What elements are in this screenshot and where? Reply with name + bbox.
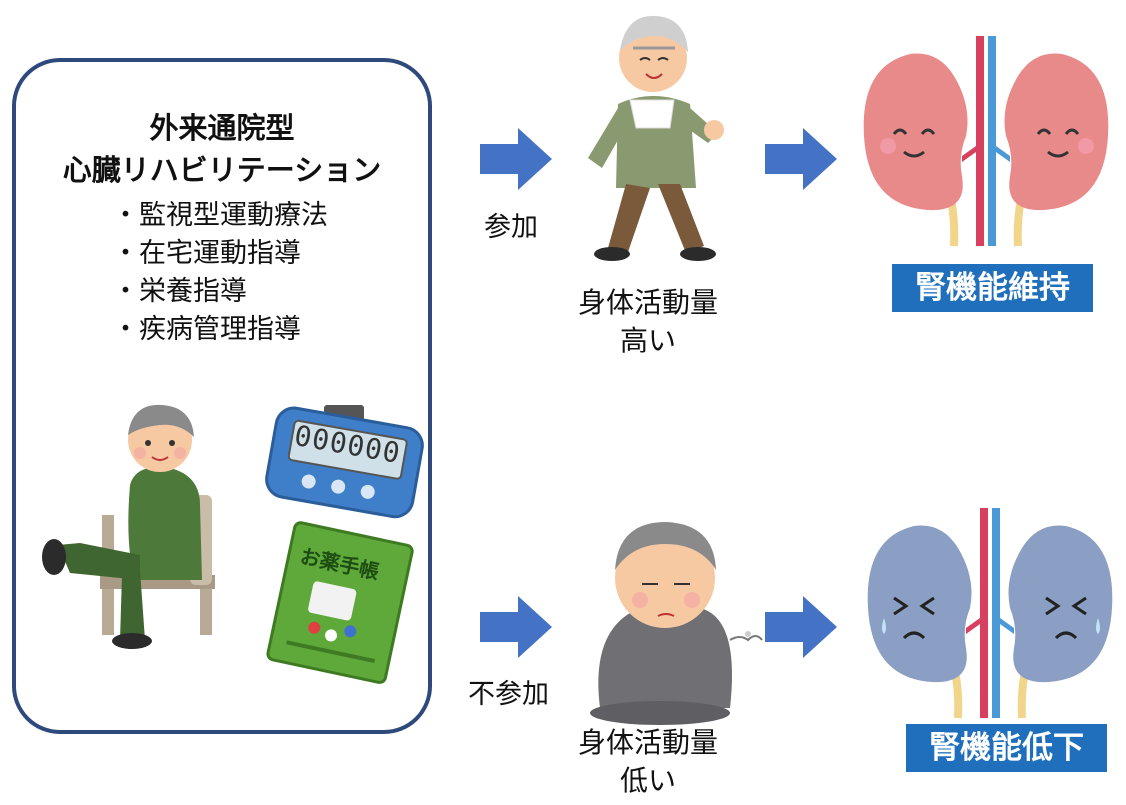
participate-label: 参加 bbox=[484, 212, 538, 243]
declined-kidneys-illustration bbox=[867, 508, 1113, 719]
program-item-disease-management: ・疾病管理指導 bbox=[112, 314, 301, 345]
arrow-to-declined-kidney bbox=[765, 596, 837, 658]
sitting-tired-man-illustration bbox=[590, 522, 763, 725]
not-participate-label: 不参加 bbox=[468, 679, 549, 710]
pedometer-illustration bbox=[265, 405, 424, 519]
program-title-line2: 心臓リハビリテーション bbox=[62, 153, 382, 187]
program-title-line1: 外来通院型 bbox=[149, 111, 295, 145]
medication-notebook-illustration bbox=[266, 521, 414, 684]
program-box bbox=[12, 58, 432, 734]
walking-man-illustration bbox=[588, 15, 724, 261]
program-item-supervised-exercise: ・監視型運動療法 bbox=[112, 200, 328, 231]
outcome-badge-declined: 腎機能低下 bbox=[906, 724, 1107, 772]
program-item-nutrition: ・栄養指導 bbox=[112, 276, 247, 307]
outcome-badge-maintained: 腎機能維持 bbox=[892, 264, 1093, 312]
arrow-to-inactive bbox=[480, 596, 552, 658]
inactive-caption-line1: 身体活動量 bbox=[577, 726, 718, 759]
arrow-to-active bbox=[480, 128, 552, 190]
active-caption-line2: 高い bbox=[619, 324, 676, 357]
inactive-caption-line2: 低い bbox=[619, 764, 676, 797]
program-item-home-exercise: ・在宅運動指導 bbox=[112, 238, 301, 269]
arrow-to-healthy-kidney bbox=[765, 128, 837, 190]
seated-exercise-man-illustration bbox=[42, 404, 215, 649]
healthy-kidneys-illustration bbox=[863, 36, 1109, 247]
active-caption-line1: 身体活動量 bbox=[577, 286, 718, 319]
